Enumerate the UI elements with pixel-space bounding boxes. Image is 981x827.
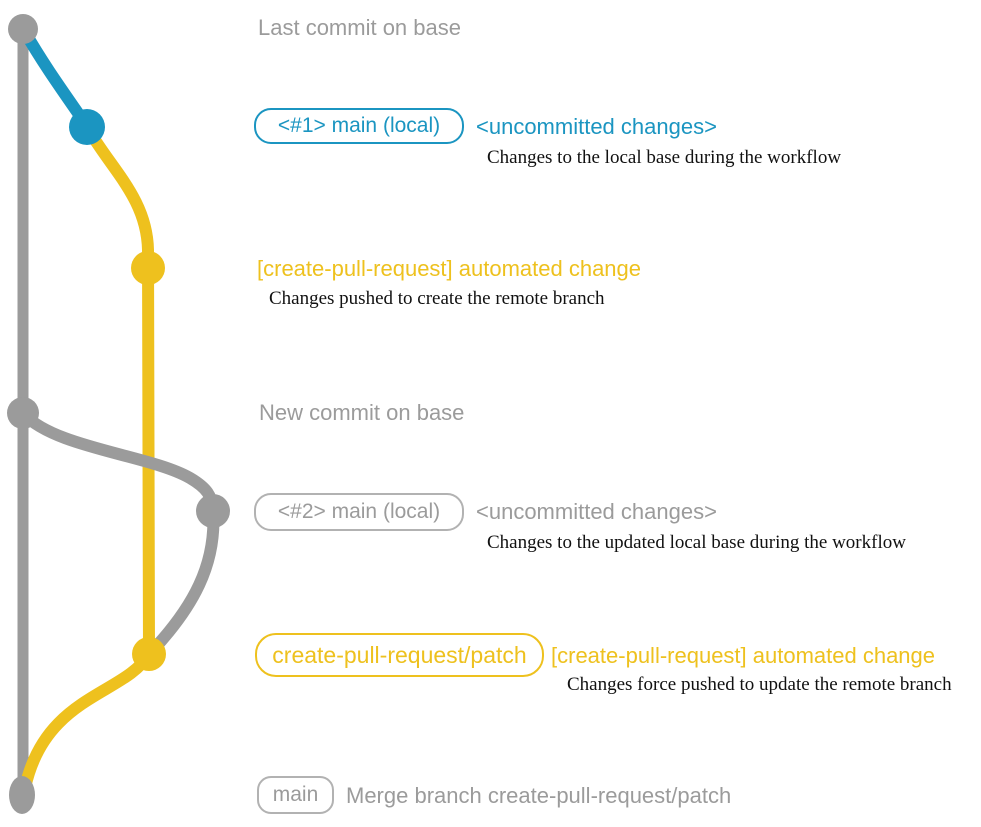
commit-dot-remote-patch-2 xyxy=(132,637,166,671)
branch-tag-main-label: main xyxy=(272,783,319,806)
branch1-caption: Changes to the local base during the wor… xyxy=(487,147,842,168)
remote2-caption: Changes force pushed to update the remot… xyxy=(567,674,952,695)
commit-dot-remote-patch-1 xyxy=(131,251,165,285)
remote-branch-line xyxy=(81,121,155,660)
automated-change-label-2: [create-pull-request] automated change xyxy=(551,643,936,668)
branch-tag-create-pull-request-patch: create-pull-request/patch xyxy=(255,633,544,677)
commit-dot-last-commit xyxy=(8,14,38,44)
branch-tag-main-local-2-label: <#2> main (local) xyxy=(277,500,441,523)
merge-commit-label: Merge branch create-pull-request/patch xyxy=(346,783,732,808)
branch-tag-main: main xyxy=(257,776,334,814)
branch-tag-main-local-2: <#2> main (local) xyxy=(254,493,464,531)
uncommitted-changes-label-1: <uncommitted changes> xyxy=(476,114,717,139)
branch2-caption: Changes to the updated local base during… xyxy=(487,532,906,553)
commit-dot-local-main-1 xyxy=(69,109,105,145)
branch-tag-create-pull-request-patch-label: create-pull-request/patch xyxy=(272,641,527,668)
remote1-caption: Changes pushed to create the remote bran… xyxy=(269,288,605,309)
uncommitted-changes-label-2: <uncommitted changes> xyxy=(476,499,717,524)
last-commit-label: Last commit on base xyxy=(258,15,461,40)
updated-local-rebase-curve xyxy=(147,504,220,656)
updated-local-branch-curve xyxy=(18,408,219,516)
automated-change-label-1: [create-pull-request] automated change xyxy=(257,256,642,281)
remote-branch-merge-curve xyxy=(19,648,155,794)
commit-dot-new-commit xyxy=(7,397,39,429)
commit-dot-local-main-2 xyxy=(196,494,230,528)
branch-tag-main-local-1-label: <#1> main (local) xyxy=(277,114,441,137)
commit-dot-merge xyxy=(9,776,35,814)
new-commit-label: New commit on base xyxy=(259,400,465,425)
branch-tag-main-local-1: <#1> main (local) xyxy=(254,108,464,144)
